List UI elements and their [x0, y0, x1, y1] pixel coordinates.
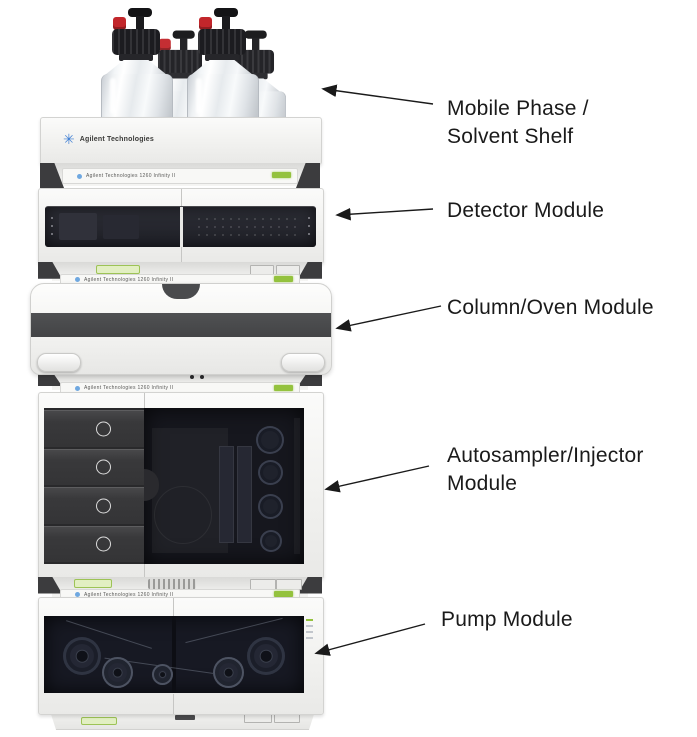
oven-under-tray: Agilent Technologies 1260 Infinity II [38, 372, 322, 394]
status-pill [74, 579, 112, 588]
autosampler-under-tray: Agilent Technologies 1260 Infinity II [38, 577, 322, 600]
oven-hinge-left [37, 353, 81, 372]
oven-hinge-right [281, 353, 325, 372]
pump-head [102, 657, 133, 688]
bottle-red-vent-cap [199, 17, 212, 30]
bottle-red-vent-cap [113, 17, 126, 30]
agilent-dot-icon [75, 592, 80, 597]
annotation-label-mobile-phase: Mobile Phase / Solvent Shelf [447, 97, 589, 148]
bottle-cap [157, 49, 203, 74]
arrow-mobile-phase [321, 84, 434, 105]
brand-lockup: ✳ Agilent Technologies [63, 132, 154, 146]
status-led [274, 276, 293, 282]
arrow-pump [314, 623, 426, 656]
status-led [274, 591, 293, 597]
sample-drawer [44, 410, 144, 447]
autosampler-window [144, 408, 304, 564]
annotation-label-detector: Detector Module [447, 199, 605, 222]
bottle-knob-icon [214, 8, 238, 17]
solvent-bottle-front-right [186, 8, 259, 121]
agilent-dot-icon [75, 385, 80, 391]
brand-text: Agilent Technologies [79, 135, 154, 143]
pump-head [213, 657, 244, 688]
window-notch [144, 469, 159, 501]
valve-icon [256, 426, 284, 454]
arrow-column-oven [335, 305, 442, 332]
valve-icon [260, 530, 282, 552]
module-id-strip: Agilent Technologies 1260 Infinity II [62, 168, 298, 184]
annotation-label-column-oven: Column/Oven Module [447, 296, 654, 319]
vent-grille [148, 579, 196, 589]
bottle-knob-icon [128, 8, 152, 17]
drawer-handle-ring-icon [96, 536, 111, 552]
status-pill [81, 717, 117, 725]
bottle-red-vent-cap [158, 38, 171, 51]
bottle-cap [112, 29, 160, 55]
purge-valve [152, 664, 173, 685]
agilent-dot-icon [75, 277, 80, 282]
drawer-handle-ring-icon [96, 498, 111, 514]
valve-icon [258, 494, 283, 519]
screw-icon [200, 375, 204, 379]
solvent-bottle-front-left [100, 8, 173, 121]
bottle-cap [198, 29, 246, 55]
bottle-glass-body [187, 74, 259, 121]
drawer-handle-ring-icon [96, 421, 111, 437]
pump-module [38, 597, 324, 715]
shelf-under-tray: Agilent Technologies 1260 Infinity II [40, 163, 320, 188]
status-pill [96, 265, 140, 274]
bottle-knob-icon [172, 30, 195, 39]
annotation-label-pump: Pump Module [441, 608, 573, 631]
sample-drawer-stack [44, 408, 144, 564]
column-oven-module [30, 283, 332, 375]
detector-window [45, 206, 316, 247]
status-led [274, 385, 293, 391]
oven-stripe [31, 313, 331, 337]
bottle-glass-body [101, 74, 173, 121]
valve-icon [258, 460, 283, 485]
pump-window [44, 616, 304, 693]
drawer-handle-ring-icon [96, 459, 111, 475]
autosampler-module [38, 392, 324, 579]
sample-drawer [44, 448, 144, 485]
agilent-dot-icon [77, 173, 82, 179]
screw-icon [190, 375, 194, 379]
sample-drawer [44, 487, 144, 524]
status-led [306, 619, 313, 621]
bottle-knob-icon [244, 30, 267, 39]
arrow-detector [335, 207, 434, 221]
oven-door-handle [162, 284, 200, 299]
pump-head [63, 637, 101, 675]
detector-under-tray: Agilent Technologies 1260 Infinity II [38, 262, 322, 285]
detector-module [38, 188, 324, 264]
annotation-label-autosampler: Autosampler/Injector Module [447, 444, 644, 495]
pump-head [247, 637, 285, 675]
solvent-shelf: ✳ Agilent Technologies [40, 117, 322, 165]
arrow-autosampler [324, 465, 430, 493]
sample-drawer [44, 525, 144, 562]
agilent-starburst-icon: ✳ [63, 131, 75, 147]
status-led [272, 172, 291, 178]
